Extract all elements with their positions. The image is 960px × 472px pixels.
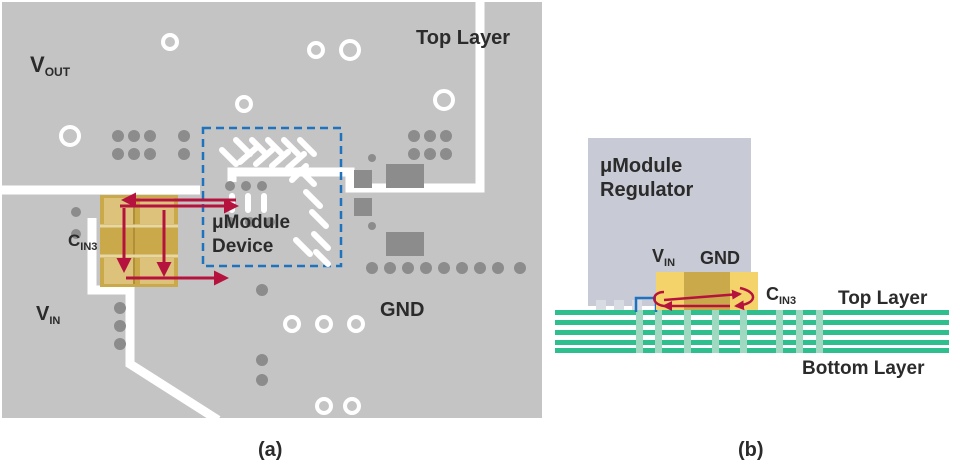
pcb-layer-3: [555, 330, 949, 335]
copper-gap-lines: [0, 2, 485, 424]
board-background: [2, 2, 542, 418]
regulator-label-line1: μModule: [600, 155, 682, 177]
vin-label-a: VIN: [36, 303, 60, 327]
vin-label-b: VIN: [652, 246, 675, 269]
gnd-label-a: GND: [380, 299, 424, 321]
vin-boundary-line: [87, 218, 221, 424]
top-gap-line: [227, 2, 485, 193]
pcb-layer-2: [555, 320, 949, 325]
bottom-layer-label: Bottom Layer: [802, 358, 925, 379]
device-outline: [201, 126, 343, 268]
gray-vias: [71, 130, 526, 386]
pcb-vias: [636, 310, 823, 353]
regulator-label-line2: Regulator: [600, 179, 694, 201]
cin3-label-a: CIN3: [68, 231, 97, 253]
gnd-label-b: GND: [700, 248, 740, 268]
pcb-stackup: [555, 310, 949, 353]
top-layer-label-b: Top Layer: [838, 288, 928, 309]
cin3-label-b: CIN3: [766, 284, 796, 307]
caption-a: (a): [258, 439, 282, 461]
current-arrows-a: [116, 192, 239, 286]
arrow-cap-loop-right: [734, 286, 755, 311]
top-layer-label-a: Top Layer: [416, 27, 510, 49]
white-ring-vias: [59, 33, 455, 415]
current-arrows-b: [653, 286, 755, 311]
vout-label: VOUT: [30, 52, 71, 79]
device-label-line1: μModule: [212, 212, 290, 233]
device-label-line2: Device: [212, 236, 273, 257]
capacitor-cin3: [100, 195, 178, 287]
panel-a: Top Layer VOUT CIN3 μModule Device VIN G…: [0, 2, 542, 461]
arrow-cap-loop-left: [653, 290, 665, 308]
gray-pads: [354, 164, 424, 256]
pcb-layer-4: [555, 340, 949, 345]
pcb-layer-1: [555, 310, 949, 315]
arrow-cap-top: [663, 289, 742, 302]
caption-b: (b): [738, 439, 764, 461]
panel-b: μModule Regulator VIN GND CIN3 Top Layer…: [555, 138, 949, 461]
device-pins: [219, 137, 331, 267]
pcb-layer-5: [555, 348, 949, 353]
